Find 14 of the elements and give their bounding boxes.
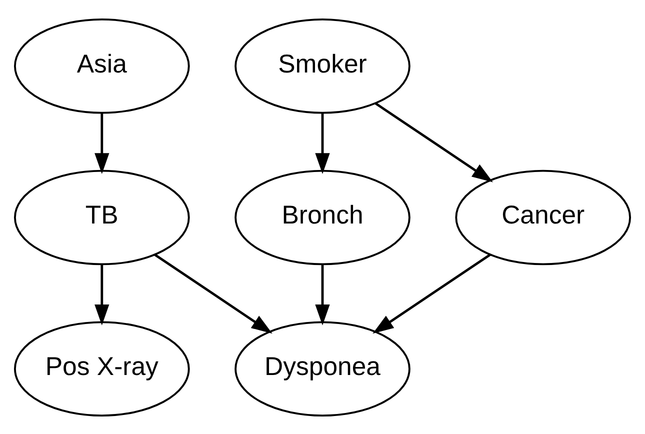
node-ellipse: Cancer [455, 169, 632, 265]
node-ellipse: Asia [14, 18, 190, 114]
node-ellipse: Bronch [234, 169, 410, 265]
arrow [94, 112, 110, 174]
arrow [154, 253, 272, 334]
arrow [315, 112, 330, 174]
arrow [374, 102, 493, 182]
node-ellipse: TB [14, 169, 190, 265]
arrow [372, 253, 491, 334]
arrow [315, 264, 330, 325]
node-ellipse: Smoker [234, 18, 410, 114]
node-ellipse: Pos X-ray [14, 320, 190, 416]
arrow [94, 264, 110, 325]
node-ellipse: Dysponea [234, 320, 410, 416]
